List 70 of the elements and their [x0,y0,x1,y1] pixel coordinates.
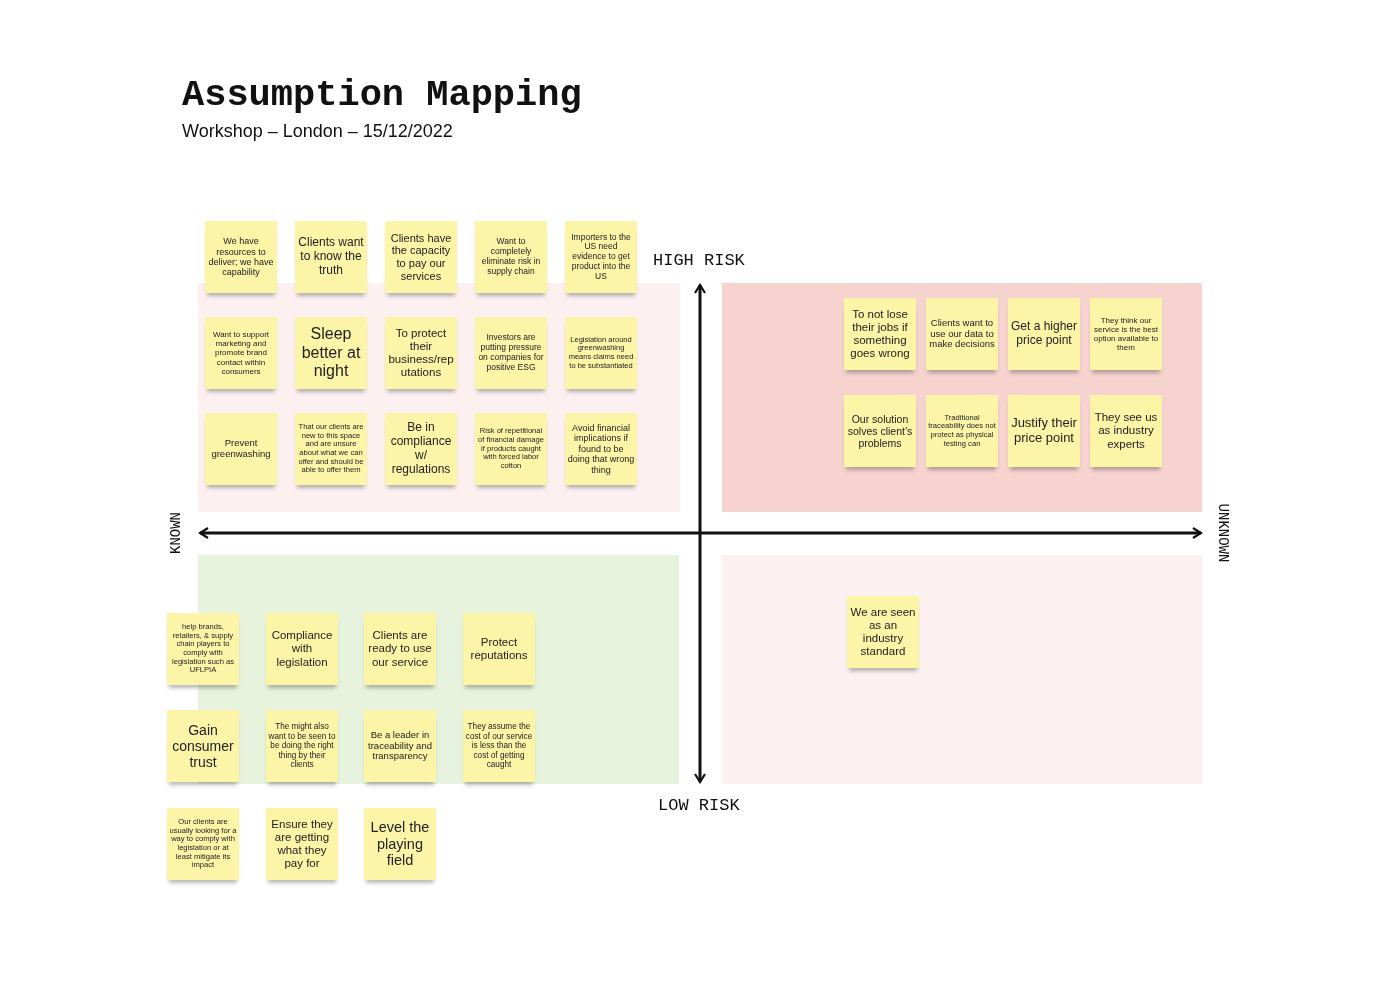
title: Assumption Mapping [182,74,582,116]
note-text: Level the playing field [369,819,431,869]
note-text: Clients want to know the truth [297,236,365,278]
note-text: Clients want to use our data to make decisions [928,317,996,351]
sticky-note [364,613,436,685]
sticky-note [1090,298,1162,370]
note-text: Get a higher price point [1010,320,1078,348]
sticky-note [463,613,535,685]
sticky-note [844,395,916,467]
sticky-note [1008,298,1080,370]
note-text: Justify their price point [1010,416,1078,446]
note-text: Investors are putting pressure on companies for positive ESG [477,333,545,373]
sticky-note [1008,395,1080,467]
sticky-note [364,710,436,782]
sticky-note [475,317,547,389]
sticky-note [205,317,277,389]
sticky-note [205,221,277,293]
sticky-note [565,413,637,485]
sticky-note [475,221,547,293]
sticky-note [385,317,457,389]
sticky-note [266,808,338,880]
note-text: Ensure they are getting what they pay for [270,817,334,871]
note-text: Gain consumer trust [171,721,235,771]
note-text: Clients are ready to use our service [367,629,433,669]
note-text: Avoid financial implications if found to be doing that wrong thing [567,423,635,475]
sticky-note [475,413,547,485]
sticky-note [205,413,277,485]
sticky-note [463,710,535,782]
sticky-note [844,298,916,370]
sticky-note [385,221,457,293]
note-text: They assume the cost of our service is less than the cost of getting caught [465,722,533,770]
sticky-note [364,808,436,880]
note-text: Our solution solves client’s problems [846,412,914,450]
sticky-note [167,808,239,880]
sticky-note [926,395,998,467]
note-text: The might also want to be seen to be doing the right thing by their clients [268,722,336,770]
sticky-note [167,613,239,685]
sticky-note [847,596,919,668]
axis-label: UNKNOWN [1214,503,1232,563]
sticky-note [926,298,998,370]
note-text: Protect reputations [469,635,529,663]
note-text: Be in compliance w/ regulations [389,421,453,477]
axis-label: HIGH RISK [653,251,745,271]
sticky-note [565,317,637,389]
note-text: They think our service is the best option available to them [1092,315,1160,353]
note-text: Clients have the capacity to pay our services [389,231,453,283]
note-text: Prevent greenwashing [210,438,272,460]
subtitle: Workshop – London – 15/12/2022 [182,121,453,142]
sticky-note [1090,395,1162,467]
note-text: To not lose their jobs if something goes wrong [849,307,911,361]
sticky-note [385,413,457,485]
note-text: To protect their business/reputations [387,326,455,380]
axis-label: KNOWN [167,511,185,556]
sticky-note [266,710,338,782]
note-text: Sleep better at night [300,325,362,381]
note-text: We have resources to deliver; we have capability [207,236,275,278]
sticky-note [295,317,367,389]
sticky-note [565,221,637,293]
note-text: Want to support marketing and promote brand contact within consumers [211,330,271,376]
note-text: Be a leader in traceability and transparency [367,729,433,763]
note-text: Importers to the US need evidence to get product into the US [570,232,632,282]
note-text: Want to completely eliminate risk in supply chain [480,237,542,277]
sticky-note [295,413,367,485]
sticky-note [295,221,367,293]
sticky-note [167,710,239,782]
axis-label: LOW RISK [658,796,740,816]
note-text: They see us as industry experts [1093,411,1159,451]
note-text: Compliance with legislation [270,629,334,669]
sticky-note [266,613,338,685]
note-text: We are seen as an industry standard [849,605,917,659]
